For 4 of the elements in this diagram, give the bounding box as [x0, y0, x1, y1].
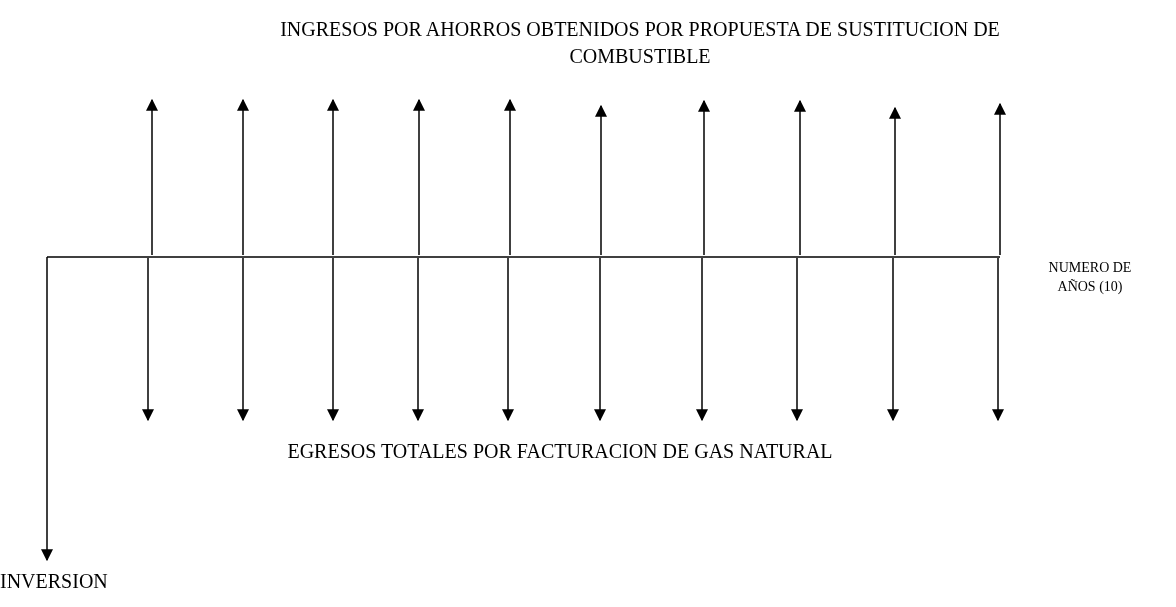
cash-outflow-label: EGRESOS TOTALES POR FACTURACION DE GAS NATURAL [286, 439, 834, 464]
cash-inflow-label: INGRESOS POR AHORROS OBTENIDOS POR PROPUESTA DE SUSTITUCION DE COMBUSTIBLE [279, 17, 1001, 69]
investment-label: INVERSION [0, 569, 109, 594]
axis-label: NUMERO DE AÑOS (10) [1047, 259, 1133, 296]
